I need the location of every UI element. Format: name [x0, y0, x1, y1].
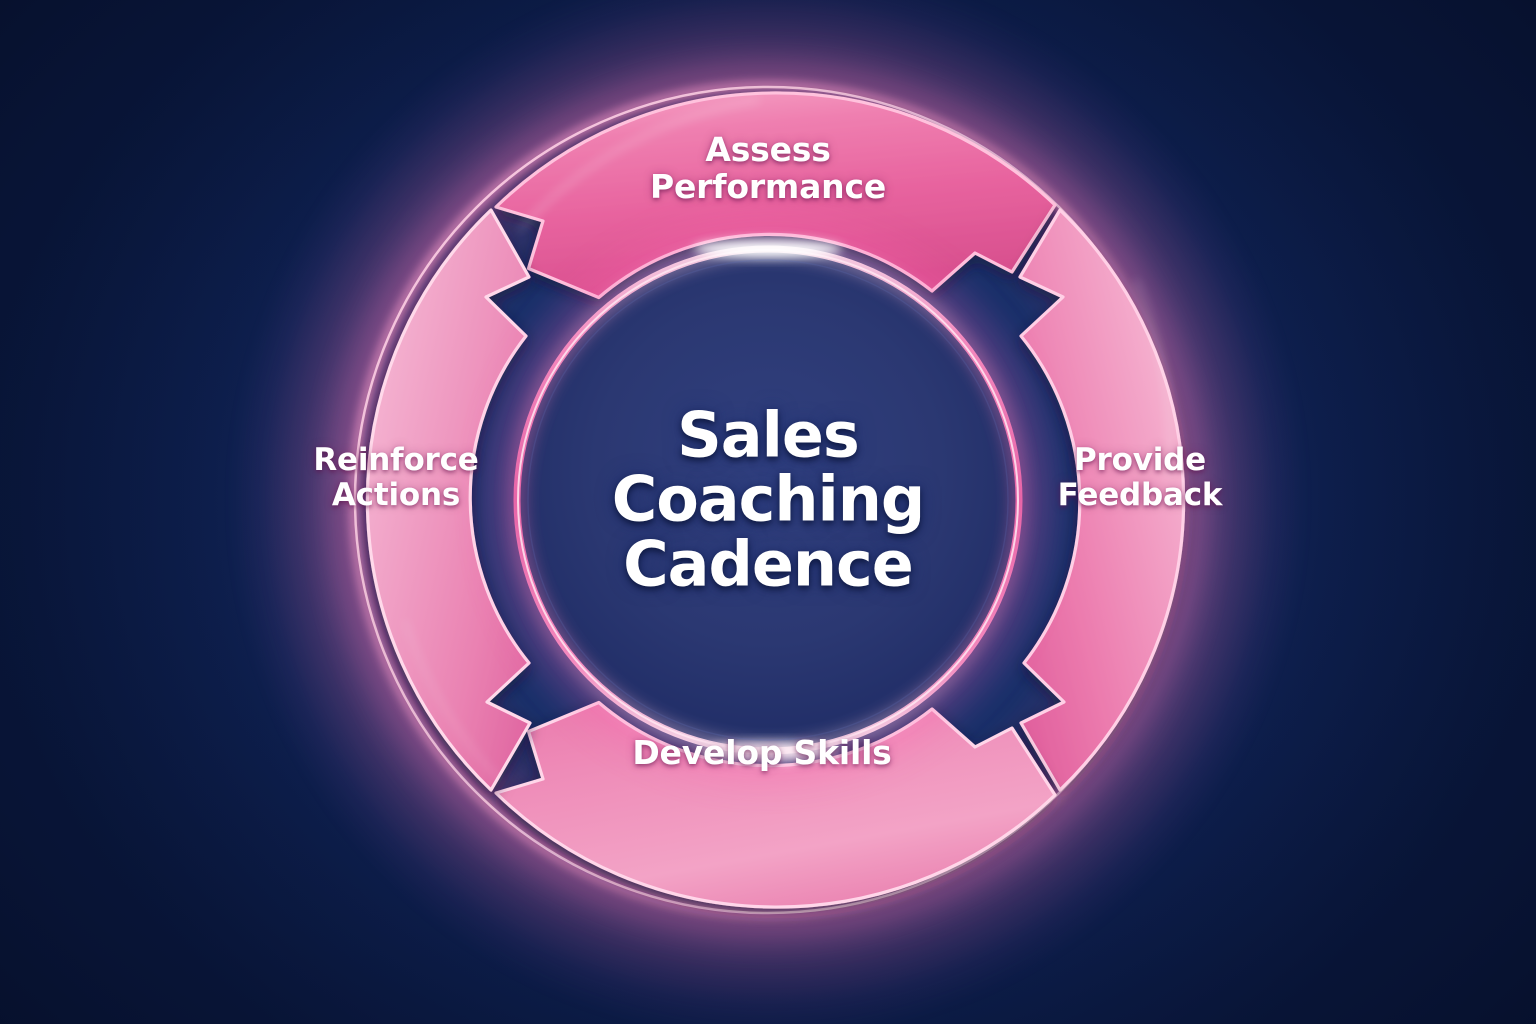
center-disc — [495, 227, 1041, 773]
segment-reinforce-actions[interactable] — [365, 208, 532, 792]
segment-provide-feedback[interactable] — [1018, 208, 1186, 792]
segment-specular-highlights — [402, 97, 1173, 782]
